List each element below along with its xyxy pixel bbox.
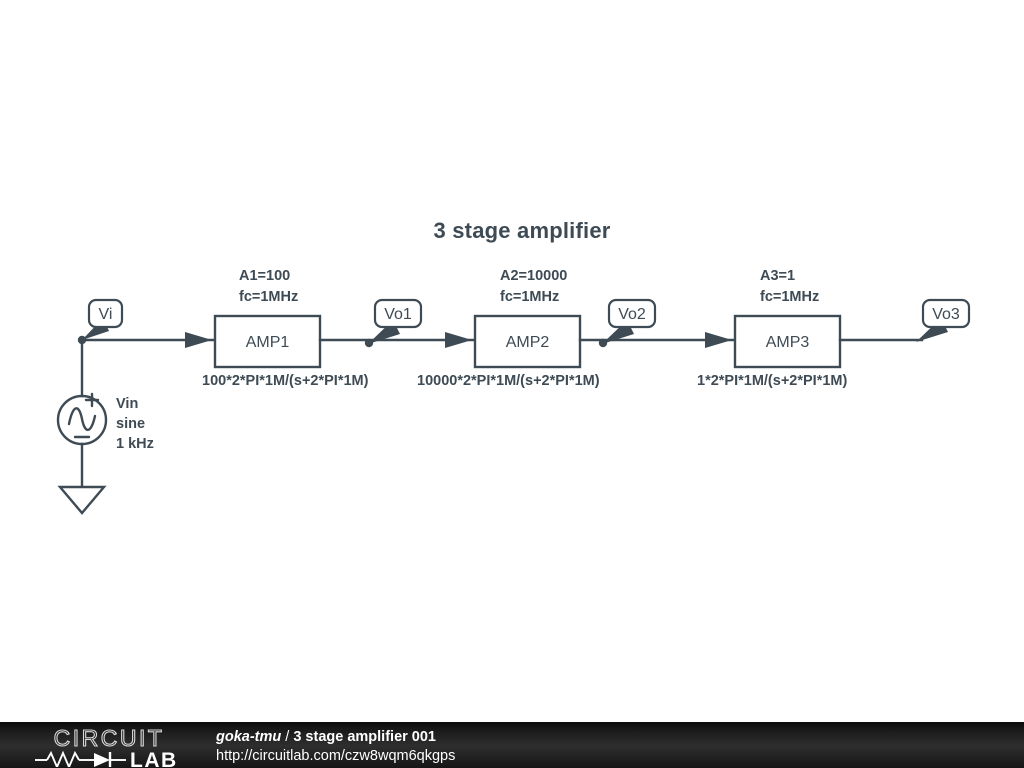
logo-resistor-diode-icon xyxy=(35,750,126,767)
sine-wave-icon xyxy=(67,407,97,432)
node-flag-vo3-box xyxy=(921,298,971,329)
stage-amp1[interactable]: AMP1 A1=100 fc=1MHz 100*2*PI*1M/(s+2*PI*… xyxy=(185,268,477,389)
node-flag-vo3-label: Vo3 xyxy=(932,306,960,323)
stage-amp3[interactable]: AMP3 A3=1 fc=1MHz 1*2*PI*1M/(s+2*PI*1M) xyxy=(697,268,924,389)
source-circle xyxy=(56,394,108,446)
stage-amp2[interactable]: AMP2 A2=10000 fc=1MHz 10000*2*PI*1M/(s+2… xyxy=(417,268,737,389)
node-flag-vo1-label: Vo1 xyxy=(384,306,412,323)
amp2-fc-label: fc=1MHz xyxy=(500,289,559,305)
amp2-block[interactable] xyxy=(473,314,582,369)
node-flag-vo1-box xyxy=(373,298,423,329)
footer-bar xyxy=(0,722,1024,768)
source-name-label: Vin xyxy=(116,396,138,412)
node-flag-vo2-label: Vo2 xyxy=(618,306,646,323)
amp2-block-label: AMP2 xyxy=(506,334,550,351)
amp1-transfer-function: 100*2*PI*1M/(s+2*PI*1M) xyxy=(202,373,369,389)
amp3-block-label: AMP3 xyxy=(766,334,810,351)
amp1-block-label: AMP1 xyxy=(246,334,290,351)
node-flag-vo2[interactable]: Vo2 xyxy=(598,298,657,348)
ground-icon[interactable] xyxy=(57,485,107,515)
amp2-transfer-function: 10000*2*PI*1M/(s+2*PI*1M) xyxy=(417,373,600,389)
arrow-head-amp2-input xyxy=(445,332,472,348)
voltage-source-symbol[interactable] xyxy=(56,392,108,446)
circuitlab-logo[interactable]: CIRCUIT LAB xyxy=(22,727,197,767)
arrow-head-amp1-input xyxy=(185,332,212,348)
logo-word-lab: LAB xyxy=(130,749,178,767)
amp3-block[interactable] xyxy=(733,314,842,369)
footer-url[interactable]: http://circuitlab.com/czw8wqm6qkgps xyxy=(216,748,456,764)
node-flag-vo3[interactable]: Vo3 xyxy=(916,298,971,342)
footer-title-line: goka-tmu / 3 stage amplifier 001 xyxy=(216,728,836,747)
amp3-fc-label: fc=1MHz xyxy=(760,289,819,305)
node-flag-vo2-box xyxy=(607,298,657,329)
source-frequency-label: 1 kHz xyxy=(116,436,154,452)
schematic-canvas[interactable]: 3 stage amplifier Vin sine 1 kHz xyxy=(0,0,1024,722)
diagram-title: 3 stage amplifier xyxy=(433,218,610,243)
junction-dot-vo1 xyxy=(364,338,374,348)
schematic-drawing[interactable]: 3 stage amplifier Vin sine 1 kHz xyxy=(0,0,1024,722)
footer-author[interactable]: goka-tmu xyxy=(216,729,282,745)
amp3-transfer-function: 1*2*PI*1M/(s+2*PI*1M) xyxy=(697,373,847,389)
footer-circuit-title: 3 stage amplifier 001 xyxy=(293,729,437,745)
footer-metadata: goka-tmu / 3 stage amplifier 001 http://… xyxy=(216,728,836,768)
amp2-gain-label: A2=10000 xyxy=(500,268,567,284)
logo-diode-icon xyxy=(94,753,110,767)
amp1-fc-label: fc=1MHz xyxy=(239,289,298,305)
logo-word-circuit: CIRCUIT xyxy=(54,727,165,751)
node-flag-vi-label: Vi xyxy=(99,306,113,323)
source-waveform-label: sine xyxy=(116,416,145,432)
amp1-block[interactable] xyxy=(213,314,322,369)
arrow-head-amp3-input xyxy=(705,332,732,348)
node-flag-vi[interactable]: Vi xyxy=(82,298,124,340)
amp1-gain-label: A1=100 xyxy=(239,268,290,284)
footer-separator: / xyxy=(281,729,294,745)
plus-icon xyxy=(84,392,100,408)
amp3-gain-label: A3=1 xyxy=(760,268,795,284)
node-flag-vo1[interactable]: Vo1 xyxy=(364,298,423,348)
node-flag-vi-box xyxy=(87,298,124,329)
junction-dot-vo2 xyxy=(598,338,608,348)
